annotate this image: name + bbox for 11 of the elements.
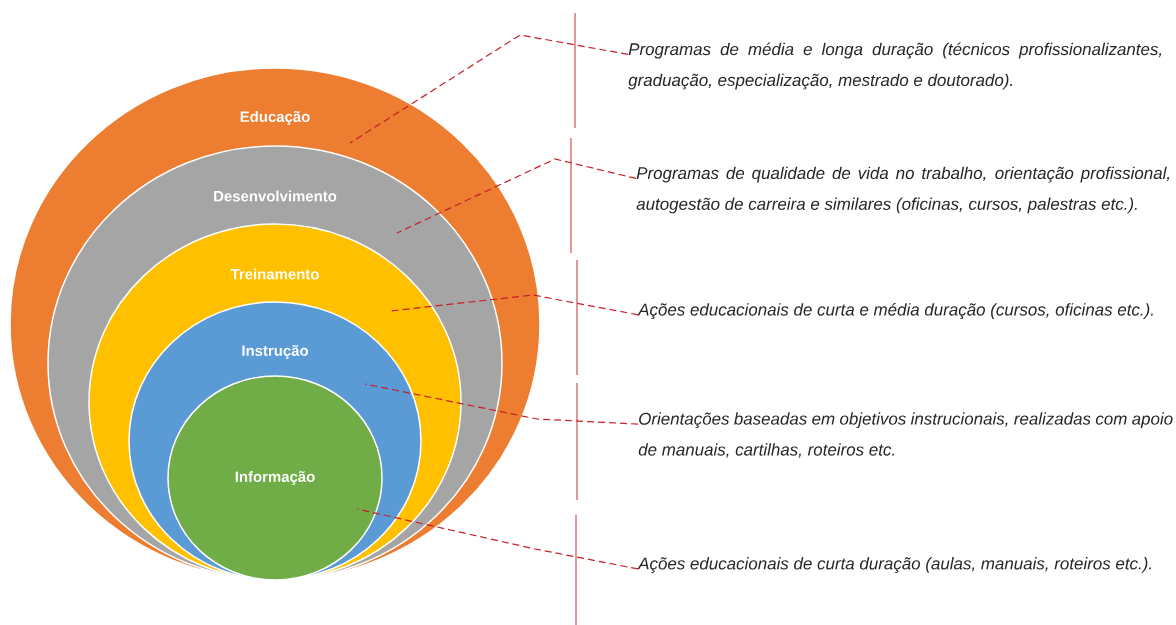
leader-line (356, 508, 639, 570)
description-text: Programas de média e longa duração (técnicos profissionalizantes, graduação, especialização, mestrado e doutorado). (628, 42, 1162, 90)
leader-line (364, 383, 639, 425)
leader-line (389, 294, 639, 316)
leader-line (396, 158, 637, 234)
description-text: Orientações baseadas em objetivos instrucionais, realizadas com apoio de manuais, cartilhas, roteiros etc. (638, 412, 1173, 458)
leader-line (349, 34, 629, 144)
ring: Informação (167, 375, 383, 581)
description-text: Ações educacionais de curta e média duração (cursos, oficinas etc.). (637, 303, 1153, 319)
description-text: Programas de qualidade de vida no trabalho, orientação profissional, autogestão de carreira e similares (oficinas, cursos, palestras etc.). (636, 166, 1170, 214)
description-text: Ações educacionais de curta duração (aulas, manuais, roteiros etc.). (637, 557, 1151, 573)
